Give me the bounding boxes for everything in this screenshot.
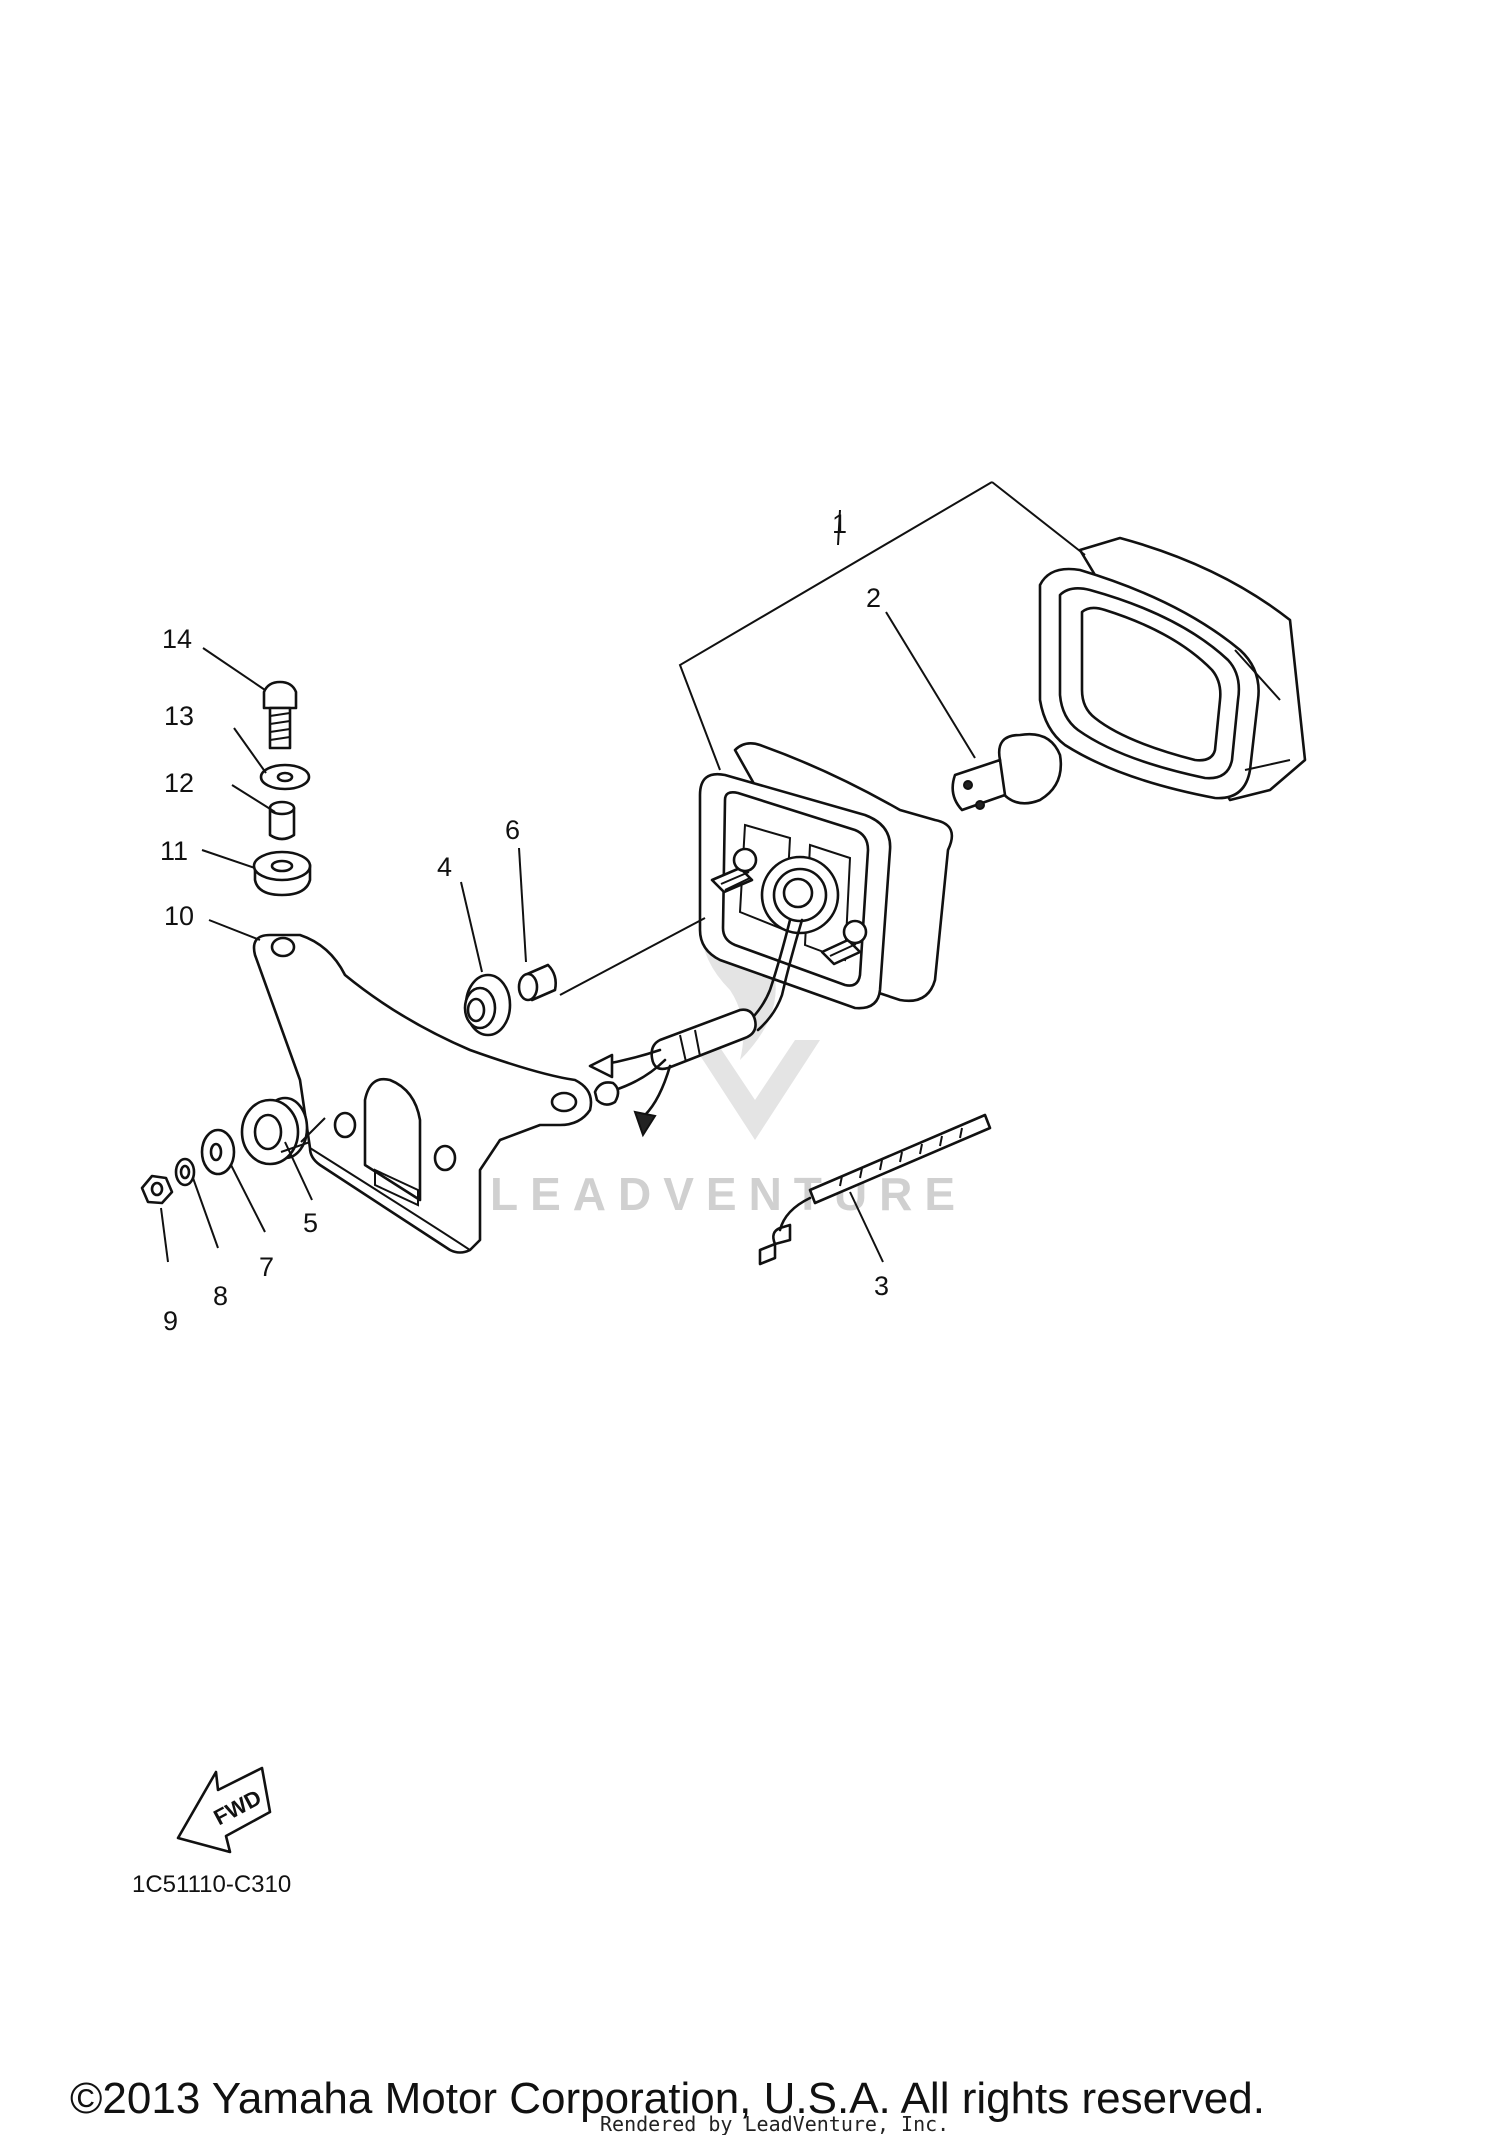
nut xyxy=(140,1174,174,1205)
rendered-by-notice: Rendered by LeadVenture, Inc. xyxy=(600,2112,949,2135)
damper xyxy=(240,1096,309,1166)
watermark-text: LEADVENTURE xyxy=(490,1168,967,1220)
callout-2: 2 xyxy=(866,583,881,613)
leader-lines xyxy=(160,481,1086,1263)
bulb xyxy=(951,732,1063,812)
callout-1: 1 xyxy=(832,509,847,539)
rubber-mount xyxy=(252,850,312,897)
callout-3: 3 xyxy=(874,1271,889,1301)
tail-light-housing xyxy=(588,742,954,1138)
bolt xyxy=(262,680,298,750)
spacer xyxy=(268,800,296,841)
callout-12: 12 xyxy=(164,768,194,798)
callout-9: 9 xyxy=(163,1306,178,1336)
collar xyxy=(517,963,557,1002)
callout-5: 5 xyxy=(303,1208,318,1238)
cable-tie xyxy=(758,1113,992,1266)
top-washer xyxy=(259,763,311,791)
washer xyxy=(200,1128,236,1176)
lock-washer xyxy=(174,1157,196,1187)
callout-6: 6 xyxy=(505,815,520,845)
fwd-arrow: FWD xyxy=(176,1766,272,1854)
callout-10: 10 xyxy=(164,901,194,931)
bracket xyxy=(252,933,593,1254)
callout-7: 7 xyxy=(259,1252,274,1282)
callout-4: 4 xyxy=(437,852,452,882)
callout-8: 8 xyxy=(213,1281,228,1311)
callout-14: 14 xyxy=(162,624,192,654)
callout-13: 13 xyxy=(164,701,194,731)
copyright-notice: ©2013 Yamaha Motor Corporation, U.S.A. A… xyxy=(70,2074,1265,2123)
tail-light-lens xyxy=(1038,536,1307,802)
callout-numbers: 1 2 3 4 5 6 7 8 9 10 11 12 13 14 xyxy=(160,509,889,1336)
grommet xyxy=(463,973,512,1037)
callout-11: 11 xyxy=(160,836,188,866)
diagram-code: 1C51110-C310 xyxy=(132,1871,291,1898)
